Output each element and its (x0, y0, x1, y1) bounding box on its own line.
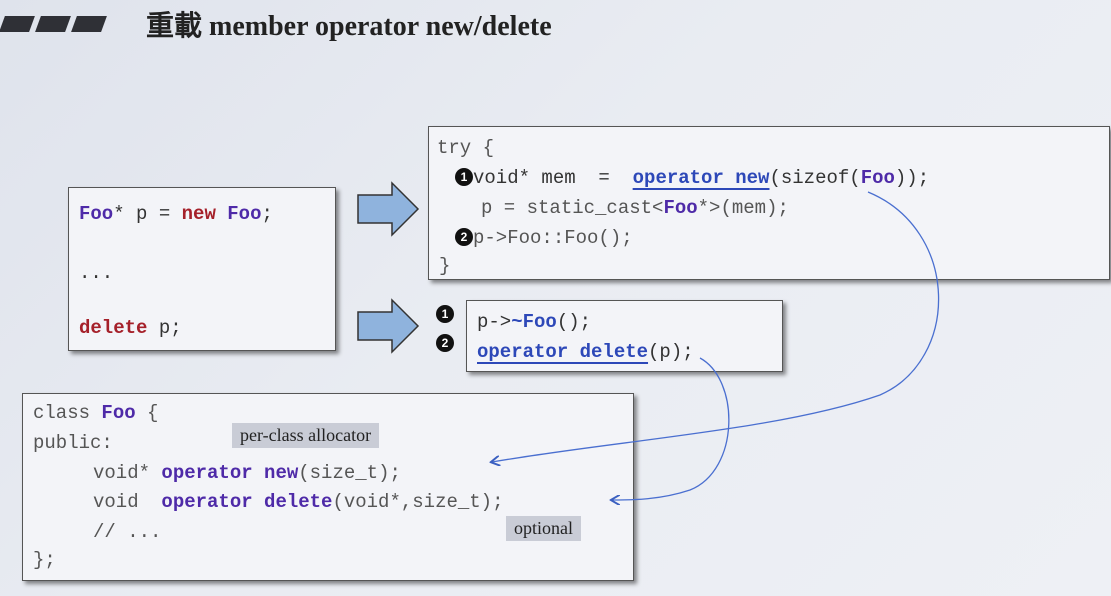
page-title: 重載 member operator new/delete (146, 11, 552, 42)
client-code-box: Foo* p = new Foo; ... delete p; (68, 187, 336, 351)
operator-delete-call-line: operator delete(p); (477, 341, 694, 363)
step-2-marker: 2 (455, 227, 473, 246)
class-header-line: class Foo { (33, 402, 159, 424)
delete-expression-line: delete p; (79, 317, 182, 339)
new-expression-line: Foo* p = new Foo; (79, 203, 273, 225)
operator-delete-decl-line: void operator delete(void*,size_t); (93, 491, 504, 513)
class-close-line: }; (33, 549, 56, 571)
class-definition-box: class Foo { public: void* operator new(s… (22, 393, 634, 581)
optional-note: optional (506, 516, 581, 541)
destructor-call-line: p->~Foo(); (477, 311, 592, 333)
delete-step-2-marker: 2 (436, 334, 454, 352)
delete-expansion-box: p->~Foo(); operator delete(p); (466, 300, 783, 372)
static-cast-line: p = static_cast<Foo*>(mem); (481, 197, 789, 219)
public-label-line: public: (33, 432, 113, 454)
expand-delete-arrow (357, 298, 420, 354)
try-close-line: } (439, 255, 451, 277)
ellipsis-line: ... (79, 262, 114, 284)
delete-step-1-marker: 1 (436, 305, 454, 323)
per-class-allocator-note: per-class allocator (232, 423, 380, 448)
expand-new-arrow (357, 181, 420, 237)
comment-line: // ... (93, 521, 162, 543)
operator-new-decl-line: void* operator new(size_t); (93, 462, 401, 484)
step-1-marker: 1 (455, 167, 473, 186)
try-open-line: try { (437, 137, 495, 159)
